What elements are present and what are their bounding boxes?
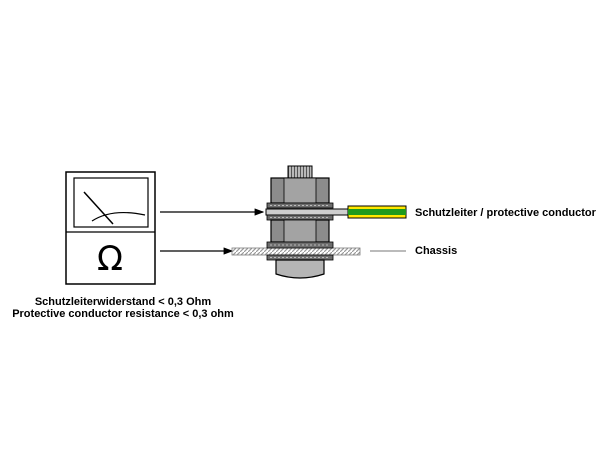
protective-conductor-label: Schutzleiter / protective conductor [415,207,596,219]
protective-conductor-wire [347,205,407,219]
cable-lug [265,208,349,216]
caption-german: Schutzleiterwiderstand < 0,3 Ohm [34,296,212,308]
meter-scale-arc [91,211,146,222]
resistance-caption: Schutzleiterwiderstand < 0,3 Ohm Protect… [0,296,246,320]
ohm-symbol-icon: Ω [97,239,123,279]
caption-english: Protective conductor resistance < 0,3 oh… [12,308,234,320]
ohmmeter: Ω [65,171,156,285]
meter-display [73,177,149,228]
meter-needle [83,191,114,225]
chassis-label: Chassis [415,245,458,257]
bolt-body [275,259,325,279]
bolt-assembly [265,165,349,279]
chassis-plate [231,247,361,256]
